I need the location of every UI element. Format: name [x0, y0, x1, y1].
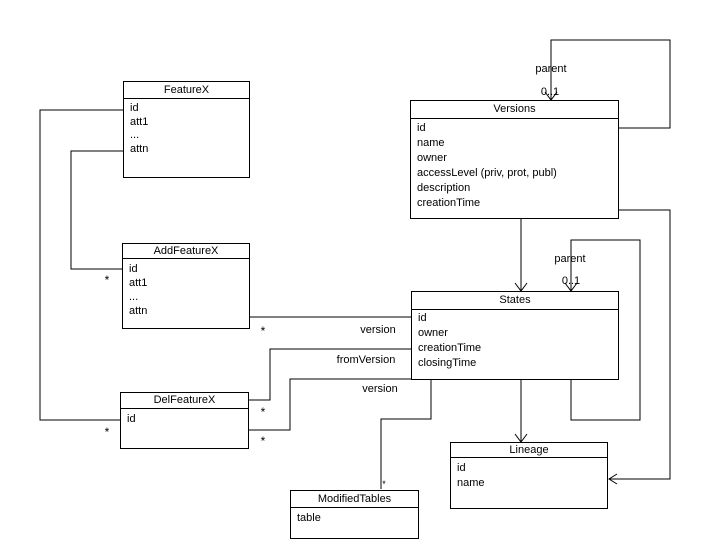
attribute-row: att1	[130, 115, 149, 128]
label-multiplicity-many-delfeaturex-version: *	[260, 434, 266, 448]
arrowhead-versions-to-lineage	[608, 473, 618, 485]
attribute-row: name	[417, 137, 445, 149]
attribute-row: attn	[129, 305, 148, 317]
attribute-row: table	[297, 512, 321, 524]
attribute-row: name	[457, 477, 485, 489]
entity-versions: Versions id name owner accessLevel (priv…	[410, 100, 619, 219]
attribute-row: att1	[129, 277, 148, 289]
attribute-row: id	[457, 462, 466, 474]
entity-states-title: States	[412, 292, 618, 310]
label-version-addfeaturex: version	[360, 324, 396, 336]
label-parent-states: parent	[554, 253, 586, 265]
connector-delfeaturex-states-version	[249, 378, 411, 431]
entity-lineage: Lineage id name	[450, 442, 608, 509]
attribute-row: creationTime	[418, 342, 482, 354]
attribute-row: closingTime	[418, 357, 477, 369]
attribute-row: id	[418, 312, 427, 324]
label-multiplicity-states-parent: 0..1	[561, 275, 581, 287]
attribute-row: id	[127, 413, 136, 425]
attribute-row: attn	[130, 142, 149, 155]
label-multiplicity-many-addfeaturex-left: *	[104, 273, 110, 287]
label-multiplicity-many-delfeaturex-fromversion: *	[260, 405, 266, 419]
attribute-row: owner	[417, 152, 447, 164]
label-parent-versions: parent	[535, 63, 567, 75]
attribute-row: ...	[129, 291, 139, 303]
entity-addfeaturex: AddFeatureX id att1 ... attn	[122, 243, 250, 329]
entity-featurex: FeatureX id att1 ... attn	[123, 81, 250, 178]
label-multiplicity-many-delfeaturex-left: *	[104, 425, 110, 439]
attribute-row: ...	[130, 129, 140, 141]
label-multiplicity-versions-parent: 0..1	[540, 86, 560, 98]
entity-modifiedtables: ModifiedTables table	[290, 490, 419, 539]
connector-states-self-parent	[570, 239, 641, 421]
entity-featurex-title: FeatureX	[124, 82, 249, 99]
attribute-row: owner	[418, 327, 448, 339]
attribute-row: accessLevel (priv, prot, publ)	[417, 167, 557, 179]
entity-lineage-title: Lineage	[451, 443, 607, 458]
connector-states-modifiedtables	[380, 380, 432, 489]
entity-states: States id owner creationTime closingTime	[411, 291, 619, 380]
entity-delfeaturex-title: DelFeatureX	[121, 393, 248, 409]
attribute-row: id	[129, 263, 138, 275]
label-multiplicity-many-addfeaturex-version: *	[260, 324, 266, 338]
connector-delfeaturex-states-fromversion	[249, 348, 411, 401]
connector-featurex-addfeaturex	[70, 150, 123, 270]
label-multiplicity-many-modifiedtables: *	[382, 479, 386, 489]
entity-modifiedtables-title: ModifiedTables	[291, 491, 418, 508]
entity-delfeaturex: DelFeatureX id	[120, 392, 249, 449]
entity-addfeaturex-title: AddFeatureX	[123, 244, 249, 259]
attribute-row: id	[417, 122, 426, 134]
attribute-row: description	[417, 182, 471, 194]
attribute-row: id	[130, 102, 139, 114]
label-version-delfeaturex: version	[362, 383, 398, 395]
connector-versions-self-parent	[550, 39, 671, 129]
entity-versions-title: Versions	[411, 101, 618, 119]
attribute-row: creationTime	[417, 197, 481, 209]
connector-versions-lineage	[610, 209, 671, 480]
connector-featurex-delfeaturex	[39, 109, 123, 421]
label-fromversion-delfeaturex: fromVersion	[336, 354, 396, 366]
